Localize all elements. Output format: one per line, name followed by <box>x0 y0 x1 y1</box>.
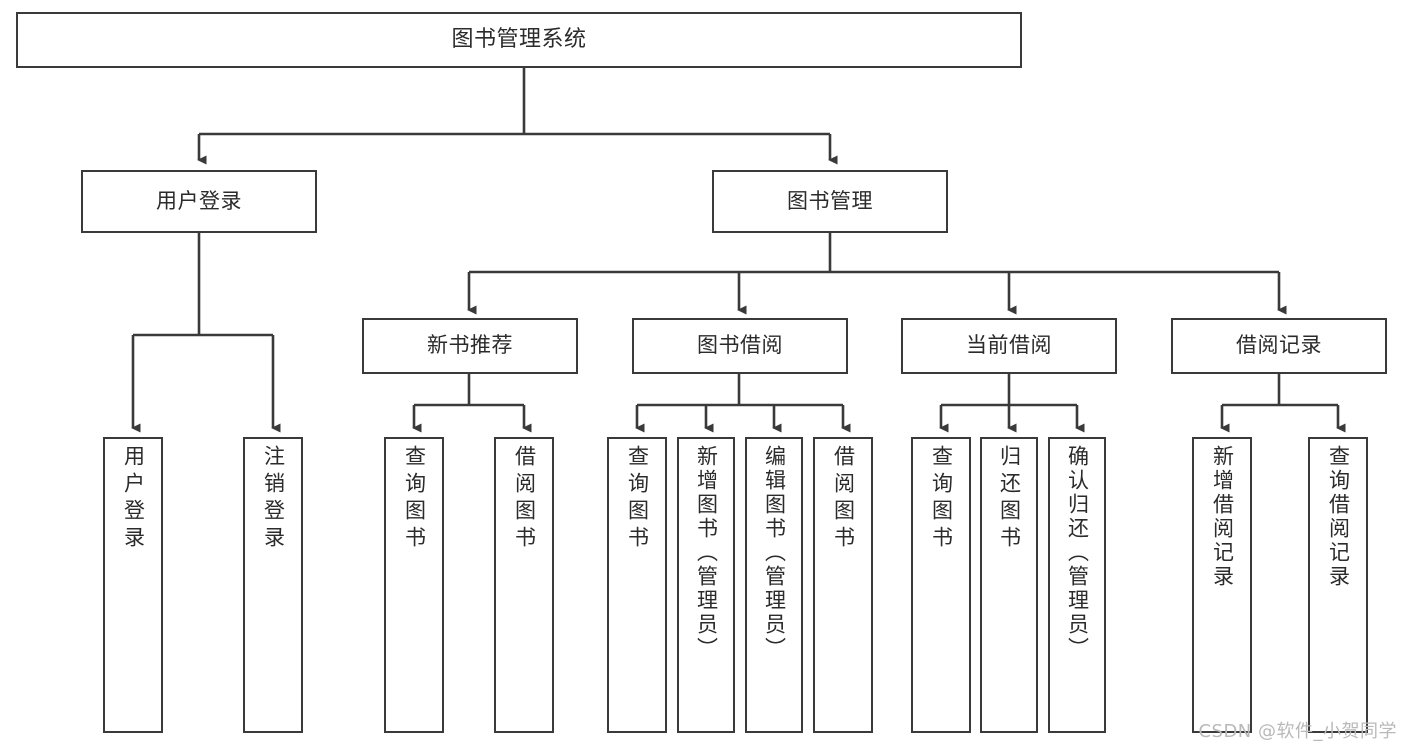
node-book-management[interactable]: 图书管理 <box>712 170 948 233</box>
node-user-login[interactable]: 用户登录 <box>81 170 317 233</box>
node-root-book-management-system[interactable]: 图书管理系统 <box>16 12 1022 68</box>
node-leaf-query-record[interactable]: 查询借阅记录 <box>1308 437 1368 733</box>
node-label: 新书推荐 <box>427 333 513 358</box>
node-leaf-user-login[interactable]: 用户登录 <box>103 437 163 733</box>
node-leaf-confirm-return[interactable]: 确认归还（管理员） <box>1048 437 1106 733</box>
node-leaf-query-book-1[interactable]: 查询图书 <box>384 437 444 733</box>
node-label: 编辑图书（管理员） <box>762 445 787 661</box>
node-current-borrow[interactable]: 当前借阅 <box>901 318 1117 374</box>
node-leaf-edit-book[interactable]: 编辑图书（管理员） <box>745 437 803 733</box>
node-label: 用户登录 <box>156 188 242 213</box>
node-label: 当前借阅 <box>966 333 1052 358</box>
node-label: 图书管理系统 <box>451 26 587 52</box>
node-label: 用户登录 <box>121 445 146 553</box>
node-book-borrow[interactable]: 图书借阅 <box>632 318 848 374</box>
node-leaf-borrow-book-2[interactable]: 借阅图书 <box>813 437 873 733</box>
node-label: 借阅记录 <box>1236 333 1322 358</box>
node-label: 归还图书 <box>997 445 1022 553</box>
node-leaf-return-book[interactable]: 归还图书 <box>980 437 1038 733</box>
node-label: 新增图书（管理员） <box>694 445 719 661</box>
node-leaf-add-book[interactable]: 新增图书（管理员） <box>677 437 735 733</box>
node-label: 注销登录 <box>261 445 286 553</box>
node-label: 借阅图书 <box>831 445 856 553</box>
node-leaf-user-logout[interactable]: 注销登录 <box>243 437 303 733</box>
node-label: 借阅图书 <box>512 445 537 553</box>
node-label: 图书管理 <box>787 188 873 213</box>
node-new-book-recommend[interactable]: 新书推荐 <box>362 318 578 374</box>
node-leaf-add-record[interactable]: 新增借阅记录 <box>1192 437 1252 733</box>
node-leaf-borrow-book-1[interactable]: 借阅图书 <box>494 437 554 733</box>
node-borrow-record[interactable]: 借阅记录 <box>1171 318 1387 374</box>
node-label: 确认归还（管理员） <box>1065 445 1090 661</box>
node-leaf-query-book-2[interactable]: 查询图书 <box>607 437 667 733</box>
node-leaf-query-book-3[interactable]: 查询图书 <box>911 437 971 733</box>
node-label: 图书借阅 <box>697 333 783 358</box>
node-label: 查询图书 <box>625 445 650 553</box>
node-label: 新增借阅记录 <box>1210 445 1235 589</box>
node-label: 查询借阅记录 <box>1326 445 1351 589</box>
node-label: 查询图书 <box>929 445 954 553</box>
node-label: 查询图书 <box>402 445 427 553</box>
